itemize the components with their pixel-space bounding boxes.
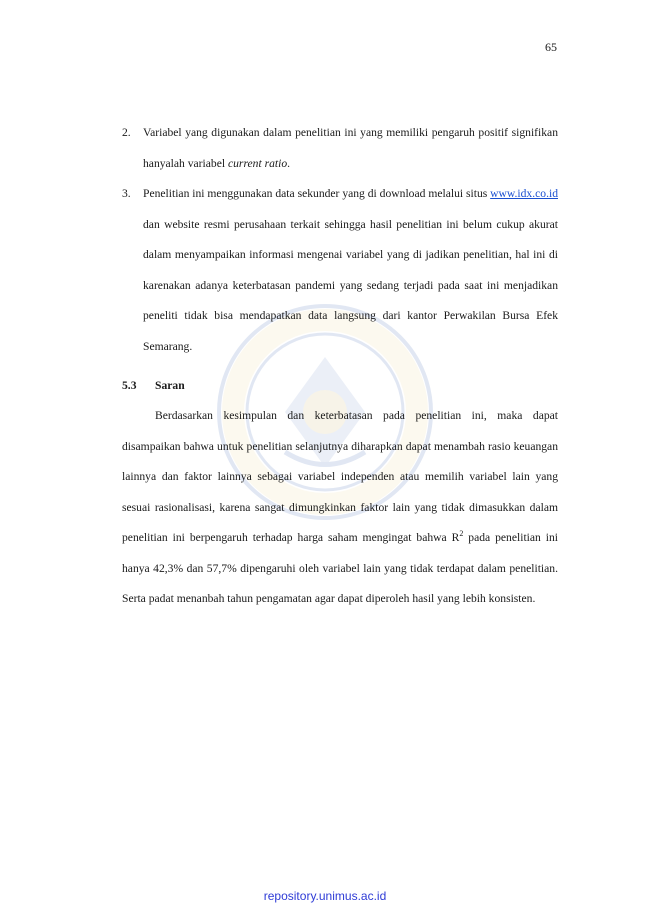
list-item-text: Penelitian ini menggunakan data sekunder… bbox=[143, 187, 491, 200]
suggestion-paragraph: Berdasarkan kesimpulan dan keterbatasan … bbox=[122, 401, 558, 615]
page-number: 65 bbox=[545, 40, 557, 54]
paragraph-text-end: pada penelitian ini hanya 42,3% dan 57,7… bbox=[122, 531, 558, 605]
repository-footer: repository.unimus.ac.id bbox=[263, 889, 387, 903]
idx-link[interactable]: www.idx.co.id bbox=[490, 187, 558, 200]
list-item-text-end: . bbox=[287, 156, 291, 170]
section-heading: 5.3 Saran bbox=[122, 371, 558, 401]
list-item-text-end: dan website resmi perusahaan terkait seh… bbox=[143, 217, 558, 353]
paragraph-text: Berdasarkan kesimpulan dan keterbatasan … bbox=[122, 409, 558, 544]
emphasis-text: current ratio bbox=[227, 156, 288, 170]
superscript: 2 bbox=[459, 529, 464, 539]
section-title: Saran bbox=[155, 379, 185, 392]
list-item: 2. Variabel yang digunakan dalam penelit… bbox=[122, 118, 558, 179]
list-item-number: 3. bbox=[122, 187, 131, 200]
list-item-text: Variabel yang digunakan dalam penelitian… bbox=[143, 126, 558, 170]
conclusion-list: 2. Variabel yang digunakan dalam penelit… bbox=[122, 118, 558, 362]
section-number: 5.3 bbox=[122, 379, 137, 392]
list-item: 3. Penelitian ini menggunakan data sekun… bbox=[122, 179, 558, 362]
list-item-number: 2. bbox=[122, 126, 131, 139]
university-seal-watermark bbox=[217, 304, 433, 520]
document-body: 2. Variabel yang digunakan dalam penelit… bbox=[122, 118, 558, 615]
